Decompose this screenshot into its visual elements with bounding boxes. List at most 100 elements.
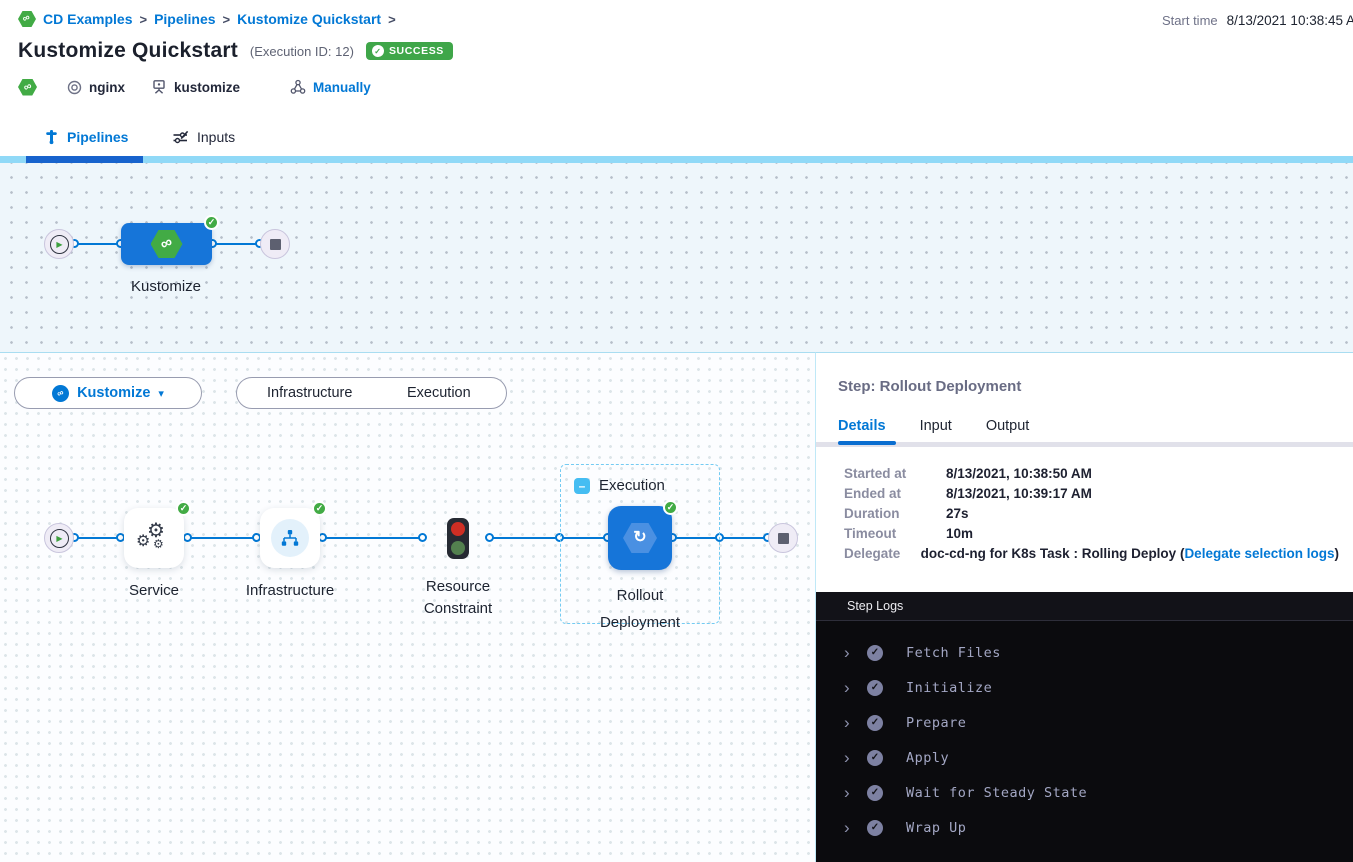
page-header: ∞ CD Examples > Pipelines > Kustomize Qu… — [0, 0, 1353, 118]
step-logs-body: › ✓ Fetch Files › ✓ Initialize › ✓ Prepa… — [816, 621, 1353, 845]
breadcrumb-cd-examples[interactable]: CD Examples — [43, 11, 133, 27]
log-success-icon: ✓ — [867, 644, 883, 661]
execution-step-group: – Execution — [560, 464, 720, 624]
tab-pipelines[interactable]: Pipelines — [44, 118, 128, 156]
log-success-icon: ✓ — [867, 679, 883, 696]
main-tab-bar: Pipelines Inputs — [0, 118, 1353, 156]
chevron-right-icon: › — [844, 713, 850, 732]
tab-divider — [816, 442, 1353, 447]
trigger-tag[interactable]: Manually — [290, 79, 371, 95]
breadcrumb-kustomize-quickstart[interactable]: Kustomize Quickstart — [237, 11, 382, 27]
execution-start-node[interactable]: ▶ — [44, 523, 74, 553]
execution-id: (Execution ID: 12) — [249, 43, 354, 59]
stop-icon — [777, 532, 789, 544]
step-logs-header: Step Logs — [816, 592, 1353, 621]
log-row-fetch-files[interactable]: › ✓ Fetch Files — [844, 643, 1001, 662]
stage-selector-label: Kustomize — [77, 385, 151, 401]
service-success-badge-icon: ✓ — [176, 501, 191, 516]
service-tag: kustomize — [151, 79, 240, 95]
pipelines-icon — [44, 129, 59, 145]
title-row: Kustomize Quickstart (Execution ID: 12) … — [18, 39, 453, 63]
tab-details[interactable]: Details — [838, 418, 886, 434]
stop-icon — [269, 238, 281, 250]
execution-group-label: Execution — [599, 477, 665, 494]
detail-row-timeout: Timeout 10m — [844, 525, 974, 541]
tab-inputs-label: Inputs — [197, 129, 236, 145]
step-panel-tabs: Details Input Output — [838, 418, 1029, 442]
toggle-execution[interactable]: Execution — [407, 385, 471, 401]
tab-inputs[interactable]: Inputs — [172, 118, 235, 156]
view-toggle-group: Infrastructure Execution — [236, 377, 507, 409]
execution-end-node[interactable] — [768, 523, 798, 553]
tab-input[interactable]: Input — [919, 418, 952, 434]
play-icon: ▶ — [49, 234, 69, 254]
execution-group-header: – Execution — [574, 477, 665, 494]
pipeline-end-node[interactable] — [260, 229, 290, 259]
breadcrumb-separator: > — [388, 11, 396, 27]
traffic-light-green-icon — [451, 541, 465, 555]
delegate-selection-logs-link[interactable]: Delegate selection logs — [1184, 545, 1335, 561]
chevron-right-icon: › — [844, 643, 850, 662]
log-success-icon: ✓ — [867, 784, 883, 801]
connector-line — [489, 537, 608, 539]
connector-dot — [418, 533, 427, 542]
stage-selector-dropdown[interactable]: ∞ Kustomize ▾ — [14, 377, 202, 409]
breadcrumb-pipelines[interactable]: Pipelines — [154, 11, 216, 27]
toggle-infrastructure[interactable]: Infrastructure — [267, 385, 353, 401]
execution-graph-canvas[interactable]: ∞ Kustomize ▾ Infrastructure Execution ▶ — [0, 352, 815, 862]
play-icon: ▶ — [49, 528, 69, 548]
stage-node-kustomize[interactable]: ∞ ✓ — [121, 215, 219, 265]
service-tag-label: kustomize — [174, 79, 241, 95]
detail-row-duration: Duration 27s — [844, 505, 969, 521]
log-row-initialize[interactable]: › ✓ Initialize — [844, 678, 993, 697]
cd-stage-selector-icon: ∞ — [52, 384, 70, 402]
infrastructure-success-badge-icon: ✓ — [312, 501, 327, 516]
cd-module-icon: ∞ — [18, 78, 37, 96]
log-row-prepare[interactable]: › ✓ Prepare — [844, 713, 967, 732]
success-check-icon: ✓ — [371, 45, 384, 57]
connector-line — [212, 243, 260, 245]
connector-line — [187, 537, 257, 539]
log-row-wait-for-steady-state[interactable]: › ✓ Wait for Steady State — [844, 783, 1088, 802]
log-success-icon: ✓ — [867, 819, 883, 836]
connector-line — [323, 537, 423, 539]
connector-dot — [485, 533, 494, 542]
step-logs: Step Logs › ✓ Fetch Files › ✓ Initialize… — [816, 592, 1353, 862]
node-infrastructure-label: Infrastructure — [245, 582, 335, 599]
breadcrumb-separator: > — [222, 11, 231, 27]
node-resource-constraint-label: Resource Constraint — [423, 578, 493, 617]
rollout-success-badge-icon: ✓ — [663, 500, 678, 515]
status-badge: ✓ SUCCESS — [365, 42, 453, 60]
stage-node-label: Kustomize — [130, 278, 202, 295]
tab-output[interactable]: Output — [985, 418, 1030, 434]
node-resource-constraint[interactable] — [447, 518, 469, 559]
log-row-wrap-up[interactable]: › ✓ Wrap Up — [844, 818, 967, 837]
node-infrastructure[interactable]: ✓ — [260, 501, 327, 568]
step-details-list: Started at 8/13/2021, 10:38:50 AM Ended … — [844, 463, 1339, 563]
node-service[interactable]: ⚙⚙⚙ ✓ — [124, 501, 191, 568]
infrastructure-icon — [271, 519, 309, 557]
log-success-icon: ✓ — [867, 749, 883, 766]
cd-stage-icon: ∞ — [150, 230, 183, 258]
log-row-apply[interactable]: › ✓ Apply — [844, 748, 950, 767]
start-time-label: Start time — [1162, 13, 1218, 28]
connector-dot — [555, 533, 564, 542]
detail-row-started-at: Started at 8/13/2021, 10:38:50 AM — [844, 465, 1092, 481]
chevron-right-icon: › — [844, 748, 850, 767]
start-time: Start time 8/13/2021 10:38:45 AM — [1162, 13, 1353, 28]
chevron-right-icon: › — [844, 783, 850, 802]
page-title: Kustomize Quickstart — [18, 39, 238, 62]
chevron-right-icon: › — [844, 678, 850, 697]
tags-row: ∞ nginx kustomize Manually — [18, 77, 371, 97]
collapse-group-icon[interactable]: – — [574, 477, 590, 494]
pipeline-start-node[interactable]: ▶ — [44, 229, 74, 259]
trigger-tag-label: Manually — [313, 79, 371, 95]
tab-strip-active-indicator — [26, 156, 143, 163]
tab-pipelines-label: Pipelines — [67, 129, 129, 145]
artifact-tag: nginx — [67, 80, 125, 95]
traffic-light-red-icon — [451, 522, 465, 536]
node-rollout-deployment[interactable]: ↻ ✓ — [608, 500, 678, 570]
webhook-icon — [290, 79, 306, 95]
node-service-label: Service — [128, 582, 180, 599]
stage-graph-canvas[interactable]: ▶ ∞ ✓ Kustomize — [0, 163, 1353, 352]
